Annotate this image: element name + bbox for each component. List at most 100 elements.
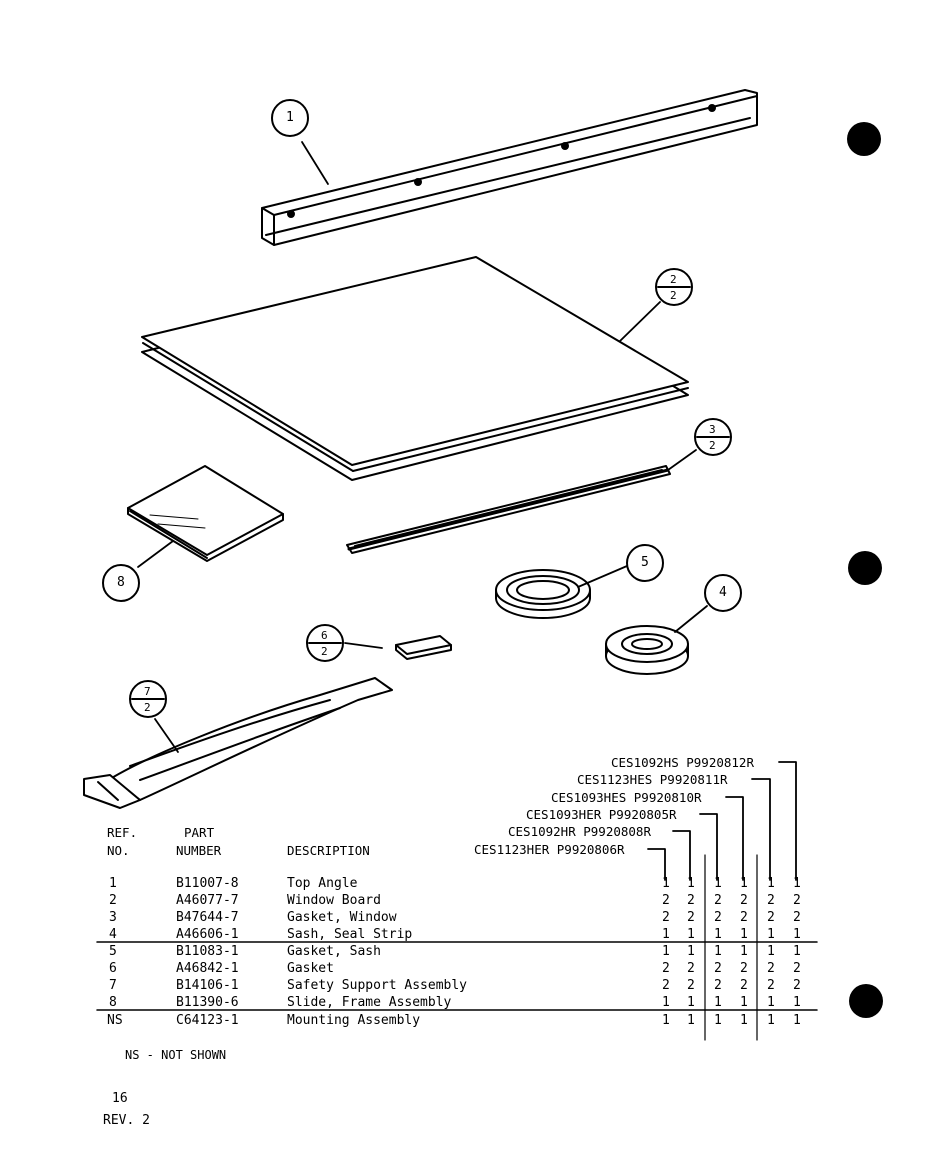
row-qty: 1 <box>740 876 748 891</box>
row-qty: 1 <box>740 995 748 1010</box>
row-ref: 2 <box>109 893 117 908</box>
row-qty: 1 <box>662 995 670 1010</box>
row-part-number: B11390-6 <box>176 995 239 1010</box>
binder-hole-middle <box>848 551 882 585</box>
row-qty: 1 <box>767 876 775 891</box>
row-qty: 2 <box>714 978 722 993</box>
callout-circle-8 <box>102 564 140 602</box>
model-label-1: CES1092HS P9920812R <box>611 755 754 770</box>
part-sash-gasket-drawing <box>495 565 628 619</box>
row-part-number: B11083-1 <box>176 944 239 959</box>
row-qty: 1 <box>767 995 775 1010</box>
callout-circle-1 <box>271 99 309 137</box>
model-label-6: CES1123HER P9920806R <box>474 842 625 857</box>
row-qty: 2 <box>662 910 670 925</box>
part-slide-frame-drawing <box>127 465 284 568</box>
row-qty: 1 <box>793 995 801 1010</box>
row-qty: 1 <box>740 944 748 959</box>
revision: REV. 2 <box>103 1113 150 1128</box>
row-ref: 7 <box>109 978 117 993</box>
row-qty: 2 <box>714 961 722 976</box>
row-qty: 1 <box>767 1013 775 1028</box>
row-qty: 2 <box>793 978 801 993</box>
callout-circle-5 <box>626 544 664 582</box>
row-qty: 1 <box>687 995 695 1010</box>
row-ref: 3 <box>109 910 117 925</box>
row-description: Safety Support Assembly <box>287 978 468 993</box>
row-qty: 2 <box>740 893 748 908</box>
header-part-line1: PART <box>184 825 215 840</box>
row-part-number: A46077-7 <box>176 893 239 908</box>
row-qty: 2 <box>662 893 670 908</box>
row-qty: 1 <box>767 944 775 959</box>
row-qty: 2 <box>714 893 722 908</box>
row-qty: 2 <box>767 893 775 908</box>
row-qty: 1 <box>714 927 722 942</box>
callout-2-bottom: 2 <box>670 289 677 302</box>
binder-hole-bottom <box>849 984 883 1018</box>
row-qty: 2 <box>793 893 801 908</box>
row-description: Sash, Seal Strip <box>287 927 413 942</box>
row-description: Gasket, Window <box>287 910 397 925</box>
row-part-number: B11007-8 <box>176 876 239 891</box>
row-qty: 2 <box>662 961 670 976</box>
row-part-number: A46842-1 <box>176 961 239 976</box>
callout-6-top: 6 <box>321 629 328 642</box>
row-qty: 2 <box>740 978 748 993</box>
row-qty: 1 <box>662 876 670 891</box>
model-label-3: CES1093HES P9920810R <box>551 790 702 805</box>
row-qty: 1 <box>793 1013 801 1028</box>
row-qty: 1 <box>793 876 801 891</box>
callout-5-label: 5 <box>641 555 649 570</box>
callout-3-bottom: 2 <box>709 439 716 452</box>
row-part-number: B47644-7 <box>176 910 239 925</box>
row-description: Gasket <box>287 961 334 976</box>
row-qty: 1 <box>662 927 670 942</box>
row-qty: 2 <box>793 910 801 925</box>
header-description: DESCRIPTION <box>287 843 370 858</box>
row-description: Gasket, Sash <box>287 944 381 959</box>
callout-1-label: 1 <box>286 110 294 125</box>
row-qty: 2 <box>793 961 801 976</box>
callout-7-top: 7 <box>144 685 151 698</box>
row-qty: 1 <box>740 1013 748 1028</box>
row-qty: 2 <box>662 978 670 993</box>
row-qty: 2 <box>767 978 775 993</box>
part-gasket-pad-drawing <box>344 635 452 660</box>
row-qty: 1 <box>714 1013 722 1028</box>
row-qty: 1 <box>662 944 670 959</box>
part-seal-roll-drawing <box>605 605 708 675</box>
header-ref-line2: NO. <box>107 843 130 858</box>
row-qty: 1 <box>687 927 695 942</box>
row-qty: 2 <box>714 910 722 925</box>
part-window-board-drawing <box>141 256 689 481</box>
part-safety-support-drawing <box>83 677 393 809</box>
model-bracket-lines <box>647 761 797 881</box>
row-qty: 2 <box>767 910 775 925</box>
row-ref: 8 <box>109 995 117 1010</box>
callout-2-top: 2 <box>670 273 677 286</box>
header-ref-line1: REF. <box>107 825 138 840</box>
part-seal-strip-drawing <box>346 449 697 554</box>
row-qty: 1 <box>687 1013 695 1028</box>
footnote: NS - NOT SHOWN <box>125 1048 227 1062</box>
row-qty: 2 <box>687 978 695 993</box>
callout-6-bottom: 2 <box>321 645 328 658</box>
model-label-4: CES1093HER P9920805R <box>526 807 677 822</box>
row-ref: 1 <box>109 876 117 891</box>
row-qty: 2 <box>687 961 695 976</box>
row-description: Top Angle <box>287 876 358 891</box>
row-qty: 2 <box>687 893 695 908</box>
row-qty: 1 <box>793 927 801 942</box>
row-qty: 2 <box>687 910 695 925</box>
callout-7-bottom: 2 <box>144 701 151 714</box>
row-part-number: A46606-1 <box>176 927 239 942</box>
row-qty: 1 <box>793 944 801 959</box>
row-ref: 5 <box>109 944 117 959</box>
row-qty: 1 <box>687 876 695 891</box>
callout-3-top: 3 <box>709 423 716 436</box>
row-ref: 6 <box>109 961 117 976</box>
page-number: 16 <box>112 1091 128 1106</box>
row-qty: 2 <box>767 961 775 976</box>
